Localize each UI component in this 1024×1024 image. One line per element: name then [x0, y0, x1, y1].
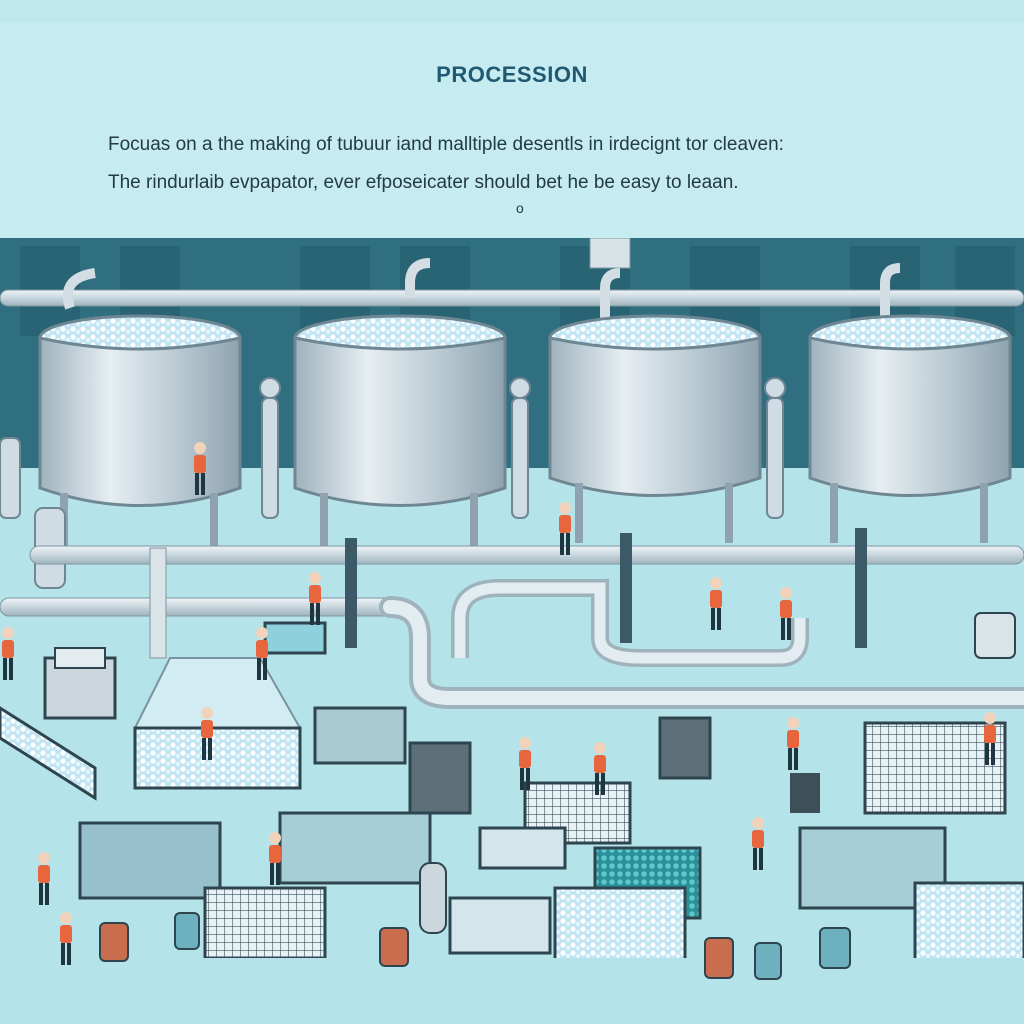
packing-crates [0, 811, 1024, 1024]
worker [201, 707, 213, 760]
sorting-bins [313, 706, 1007, 870]
tank-3 [548, 268, 762, 543]
tank-4 [808, 263, 1012, 543]
worker [752, 817, 764, 870]
top-manifold-pipe [0, 289, 1024, 307]
worker [984, 712, 996, 765]
worker [780, 587, 792, 640]
ceiling-hopper [589, 238, 631, 269]
tank-2 [293, 258, 507, 553]
worker [2, 627, 14, 680]
worker [710, 577, 722, 630]
factory-scene [0, 238, 1024, 1024]
valve-columns [0, 377, 786, 589]
conveyor-left [0, 706, 97, 801]
worker [309, 572, 321, 625]
worker [787, 717, 799, 770]
workers [2, 442, 996, 965]
worker [594, 742, 606, 795]
worker [269, 832, 281, 885]
worker [38, 852, 50, 905]
description-line-2: The rindurlaib evpapator, ever efposeica… [108, 172, 739, 193]
process-pipes [0, 528, 1024, 709]
worker [519, 737, 531, 790]
worker [60, 912, 72, 965]
description-line-1: Focuas on a the making of tubuur iand ma… [108, 134, 784, 155]
tank-1 [38, 268, 242, 553]
header-panel [0, 22, 1024, 244]
page-title: PROCESSION [436, 62, 588, 87]
worker [559, 502, 571, 555]
worker [194, 442, 206, 495]
small-circle-marker: o [516, 200, 524, 216]
worker [256, 627, 268, 680]
storage-barrels [99, 612, 1016, 980]
